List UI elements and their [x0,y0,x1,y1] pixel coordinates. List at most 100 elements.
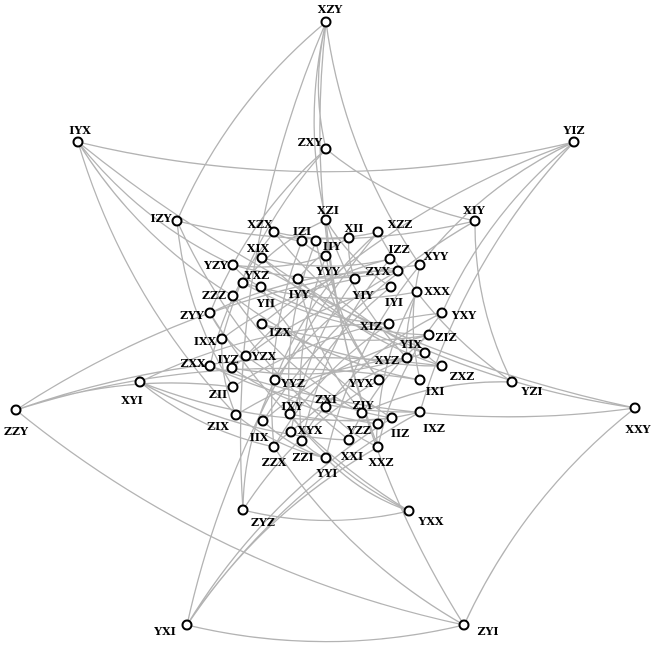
node-iyy [292,273,304,285]
node-label-yiy: YIY [352,289,374,302]
node-label-yzx: YZX [251,350,277,363]
edge-iiz-yxi [186,417,393,626]
edge-xzy-xzi [313,21,327,221]
edge-yzi-ziy [361,381,513,414]
node-xzz [372,226,384,238]
node-label-xyy: XYY [424,250,448,263]
edge-zii-zzy [15,382,234,411]
node-zxz [436,360,448,372]
node-label-xzy: XZY [318,3,343,16]
node-label-yzi: YZI [520,385,542,398]
node-iiy [310,235,322,247]
node-label-ziz: ZIZ [435,331,456,344]
node-label-zyz: ZYZ [251,516,275,529]
node-xxy [629,402,641,414]
edge-ixy-ixz [289,411,421,422]
node-xyy [414,259,426,271]
node-label-ixz: IXZ [423,422,445,435]
node-label-yxi: YXI [153,625,176,638]
node-ixz [414,406,426,418]
node-label-zyx: ZYX [366,265,391,278]
node-yzy [227,259,239,271]
node-zzy [10,404,22,416]
node-label-xyz: XYZ [375,354,399,367]
node-ixi [414,374,426,386]
edge-yiz-yxy [441,141,575,314]
node-label-zyi: ZYI [477,625,498,638]
node-label-yyy: YYY [315,265,340,278]
edge-izx-zxz [261,323,443,367]
edge-ziz-iix [262,334,430,422]
node-zxy [320,143,332,155]
edge-zzy-zyi [15,409,465,626]
node-yxx [403,505,415,517]
node-label-yyi: YYI [316,467,338,480]
node-xzi [320,214,332,226]
node-label-ziy: ZIY [352,399,373,412]
node-label-ixx: IXX [194,335,217,348]
node-label-zzz: ZZZ [202,289,226,302]
edge-zxi-xxz [325,406,379,448]
node-label-ixi: IXI [426,385,445,398]
node-xyz [401,352,413,364]
node-ixy [284,408,296,420]
edge-yzy-yyy [232,255,327,268]
edge-yii-xiz [260,286,390,325]
edge-yiz-xyy [419,141,575,266]
node-label-yzz: YZZ [346,424,371,437]
edge-iyx-yiz [77,141,575,173]
node-zzz [227,290,239,302]
node-ziz [423,329,435,341]
edge-xix-yix [261,257,426,354]
edge-layer [15,21,636,643]
node-label-xiz: XIZ [360,320,382,333]
edge-xzi-iyi [325,219,392,288]
node-xyi [134,376,146,388]
node-label-izz: IZZ [388,243,409,256]
node-label-xix: XIX [247,242,270,255]
edge-yyz-zyz [242,379,276,511]
node-label-ixy: IXY [281,400,303,413]
node-yii [255,281,267,293]
node-label-iyz: IYZ [217,353,238,366]
node-label-xii: XII [345,222,364,235]
node-yxz [237,277,249,289]
node-xiz [383,318,395,330]
node-zii [227,381,239,393]
edge-xzy-xyy [325,21,421,266]
node-iyz [226,362,238,374]
node-label-xxy: XXY [626,423,651,436]
node-label-xyi: XYI [121,394,143,407]
node-label-iiz: IIZ [391,427,409,440]
edge-xxy-zyi [463,407,636,626]
edge-zzx-zyi [273,446,465,626]
node-label-zxy: ZXY [298,136,323,149]
node-yiz [568,136,580,148]
edge-xzz-yyz [274,231,379,381]
edge-ixx-zix [221,338,237,416]
node-ixx [216,333,228,345]
edge-zyz-yxx [242,509,410,522]
node-label-iyy: IYY [289,288,310,301]
node-label-xiy: XIY [463,204,485,217]
edge-zxz-zzy [15,357,443,411]
node-label-xxx: XXX [424,285,450,298]
node-label-zix: ZIX [207,420,229,433]
node-label-zzy: ZZY [4,425,28,438]
node-izx [256,318,268,330]
node-label-yzy: YZY [203,259,228,272]
node-zix [230,409,242,421]
node-yzz [372,418,384,430]
edge-xzy-izy [176,21,327,222]
node-label-iiy: IIY [323,240,341,253]
node-zyx [392,265,404,277]
edge-zxy-xiy [325,148,476,222]
node-xii [343,232,355,244]
edge-xiz-xyi [139,323,390,383]
node-ziy [356,407,368,419]
node-label-izx: IZX [269,326,291,339]
node-yix [419,347,431,359]
node-xxi [343,434,355,446]
node-label-yiz: YIZ [562,124,584,137]
